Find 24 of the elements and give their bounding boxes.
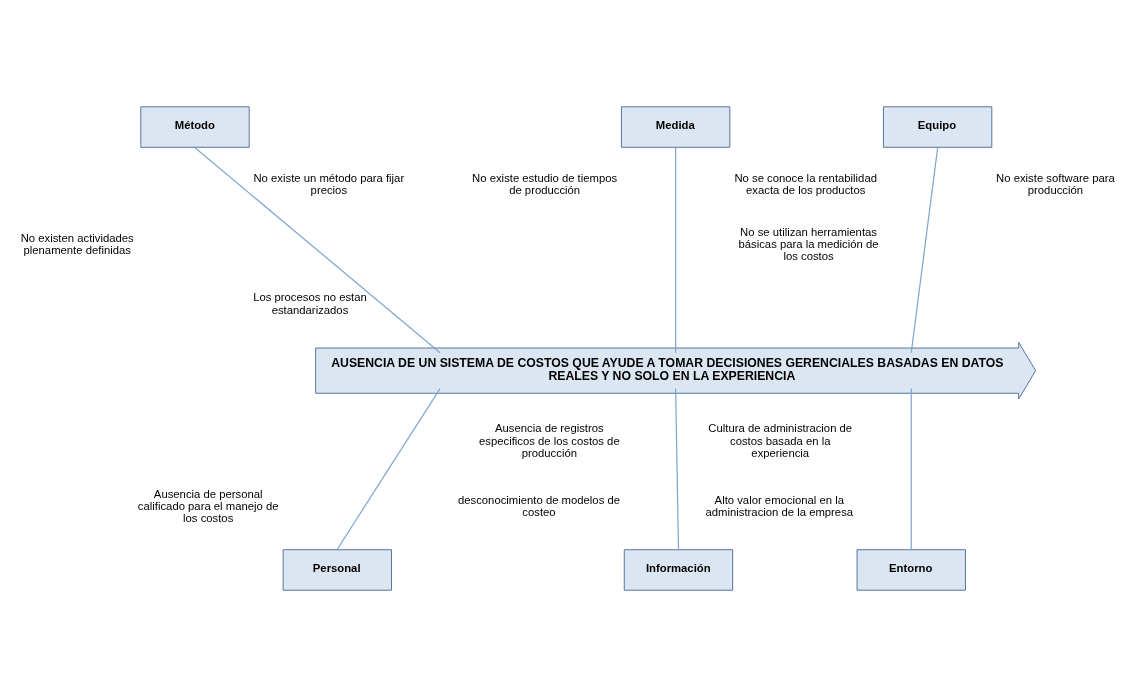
label: Cultura de administracion de costos basada en la experiencia bbox=[708, 421, 853, 459]
node-box: Equipo bbox=[883, 105, 993, 148]
node-box: Medida bbox=[621, 105, 731, 148]
label: No se conoce la rentabilidad exacta de los productos bbox=[734, 171, 877, 196]
label: No existen actividades plenamente definidas bbox=[20, 231, 134, 256]
label: Ausencia de personal calificado para el manejo de los costos bbox=[137, 487, 279, 524]
connector bbox=[194, 146, 441, 353]
connector bbox=[675, 146, 677, 353]
label: No existe estudio de tiempos de producción bbox=[472, 171, 618, 196]
connector bbox=[336, 387, 441, 550]
label: Ausencia de registros especificos de los costos de producción bbox=[479, 421, 620, 459]
label: No existe software para producción bbox=[996, 171, 1115, 196]
label: Los procesos no estan estandarizados bbox=[253, 290, 367, 316]
connector bbox=[910, 387, 912, 550]
connector bbox=[675, 387, 680, 550]
node-box: Información bbox=[623, 548, 734, 591]
connector bbox=[910, 146, 939, 353]
label: No se utilizan herramientas básicas para la medición de los costos bbox=[738, 225, 879, 262]
label: Alto valor emocional en la administracion de la empresa bbox=[705, 493, 854, 518]
node-box: Personal bbox=[282, 548, 392, 591]
node-box: Método bbox=[140, 105, 250, 148]
label: desconocimiento de modelos de costeo bbox=[457, 493, 621, 518]
node-box: Entorno bbox=[856, 548, 966, 591]
label: No existe un método para fijar precios bbox=[253, 171, 405, 196]
